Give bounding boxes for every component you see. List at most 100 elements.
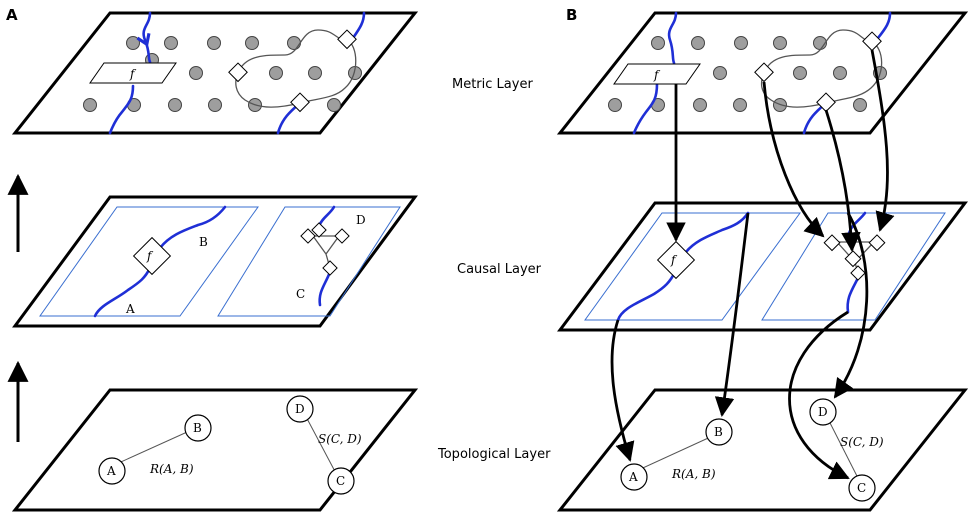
grid-dot [691, 36, 705, 50]
grid-dot [793, 66, 807, 80]
grid-dot [168, 98, 182, 112]
metric-diamond-left-b [754, 62, 774, 83]
grid-dot [713, 66, 727, 80]
map-arrow-metric-top-to-causal-right [870, 49, 895, 232]
topo-node-b [184, 414, 212, 442]
metric-layer-b: f [556, 11, 969, 135]
topo-node-a [98, 457, 126, 485]
causal-diamond-right-b [868, 234, 886, 252]
causal-wire-a-in-b [616, 270, 677, 322]
grid-dot [207, 36, 221, 50]
causal-wire-c-out [318, 270, 332, 307]
metric-diamond-bottom-b [816, 92, 836, 113]
causal-layer-a: f A B C D [12, 195, 418, 328]
panel-a-letter: A [6, 6, 18, 24]
grid-dot [734, 36, 748, 50]
topo-edge-ab-a [111, 427, 197, 467]
topological-layer-label: Topological Layer [437, 447, 551, 462]
metric-wire-right-top-b [876, 11, 892, 40]
topo-node-c-b [848, 474, 876, 502]
map-arrow-metric-loop-to-causal-left [762, 81, 825, 238]
causal-wire-c-out-b [846, 276, 860, 314]
topo-edge-ab-b [633, 433, 718, 473]
topo-node-d-b [809, 398, 837, 426]
metric-wire-top-b [667, 11, 678, 65]
metric-diamond-left-a [228, 62, 248, 83]
grid-dot [269, 66, 283, 80]
causal-process-label-a: f [146, 249, 154, 263]
causal-subplane-left-b [584, 212, 801, 321]
grid-dot [853, 98, 867, 112]
topo-node-b-label: B [193, 421, 202, 435]
topo-edge-cd-a [302, 410, 340, 480]
causal-diamond-top-a [311, 222, 327, 238]
causal-node-c-label: C [296, 287, 305, 301]
metric-wire-bottom-a [108, 84, 135, 135]
metric-loop-a [235, 29, 357, 108]
mapping-arrows-b [610, 49, 895, 480]
topo-node-c-label: C [336, 474, 345, 488]
causal-diamond-right-a [334, 228, 350, 244]
map-arrow-causal-b-to-topo-b [714, 212, 750, 417]
metric-wire-right-top-a [351, 11, 366, 40]
panel-b-letter: B [566, 6, 577, 24]
metric-plane-a [11, 11, 419, 135]
topological-layer-a: A B D C R(A, B) S(C, D) [11, 388, 419, 512]
causal-subplane-right-b [761, 212, 946, 321]
causal-plane-a [12, 195, 418, 328]
causal-diamond-left-a [300, 228, 316, 244]
causal-subplane-left-a [39, 206, 259, 317]
metric-process-box-a [89, 62, 177, 84]
topological-plane-a [11, 388, 419, 512]
causal-process-box-a [132, 236, 172, 276]
topo-relation-ab-b: R(A, B) [671, 467, 716, 481]
grid-dot [327, 98, 341, 112]
causal-internal-wires-a [312, 235, 340, 269]
grid-dot [245, 36, 259, 50]
metric-plane-b [556, 11, 969, 135]
causal-node-b-label: B [199, 235, 208, 249]
metric-process-label-a: f [129, 67, 137, 81]
metric-diamond-bottom-a [290, 92, 310, 113]
metric-process-box-b [613, 63, 701, 85]
metric-wire-top-a [136, 11, 152, 64]
causal-process-label-b: f [670, 253, 678, 267]
topo-node-d [286, 395, 314, 423]
grid-dot [833, 66, 847, 80]
causal-wire-a-in [93, 266, 152, 318]
topo-node-a-label-b: A [628, 470, 638, 484]
grid-dot [83, 98, 97, 112]
topo-relation-cd: S(C, D) [318, 432, 362, 446]
topo-node-c-label-b: C [857, 481, 866, 495]
grid-dot [693, 98, 707, 112]
causal-diamond-left-b [823, 234, 841, 252]
topo-node-b-b [705, 418, 733, 446]
grid-dot [651, 36, 665, 50]
causal-process-box-b [656, 240, 696, 280]
topo-node-a-label: A [106, 464, 116, 478]
topo-relation-cd-b: S(C, D) [840, 435, 884, 449]
causal-diamond-bottom-b [850, 265, 866, 281]
grid-dot [733, 98, 747, 112]
topo-node-a-b [620, 463, 648, 491]
map-arrow-causal-a-to-topo-a [610, 319, 635, 462]
metric-process-label-b: f [653, 68, 661, 82]
metric-diamond-top-b [862, 31, 882, 52]
grid-dot [208, 98, 222, 112]
map-arrow-causal-d-to-topo-d [833, 212, 869, 399]
metric-layer-label: Metric Layer [452, 77, 533, 92]
topo-node-c [327, 467, 355, 495]
metric-layer-a: f [11, 11, 419, 135]
topological-plane-b [556, 388, 969, 512]
causal-diamond-mid-b [844, 250, 862, 268]
grid-dot [126, 36, 140, 50]
topological-layer-b: A B D C R(A, B) S(C, D) [556, 388, 969, 512]
causal-diamond-bottom-a [322, 260, 338, 276]
causal-node-d-label: D [356, 213, 366, 227]
metric-diamond-top-a [337, 29, 357, 50]
causal-layer-b: f [557, 201, 968, 332]
topo-node-d-label-b: D [818, 405, 828, 419]
grid-dot [608, 98, 622, 112]
causal-node-a-label: A [125, 302, 135, 316]
